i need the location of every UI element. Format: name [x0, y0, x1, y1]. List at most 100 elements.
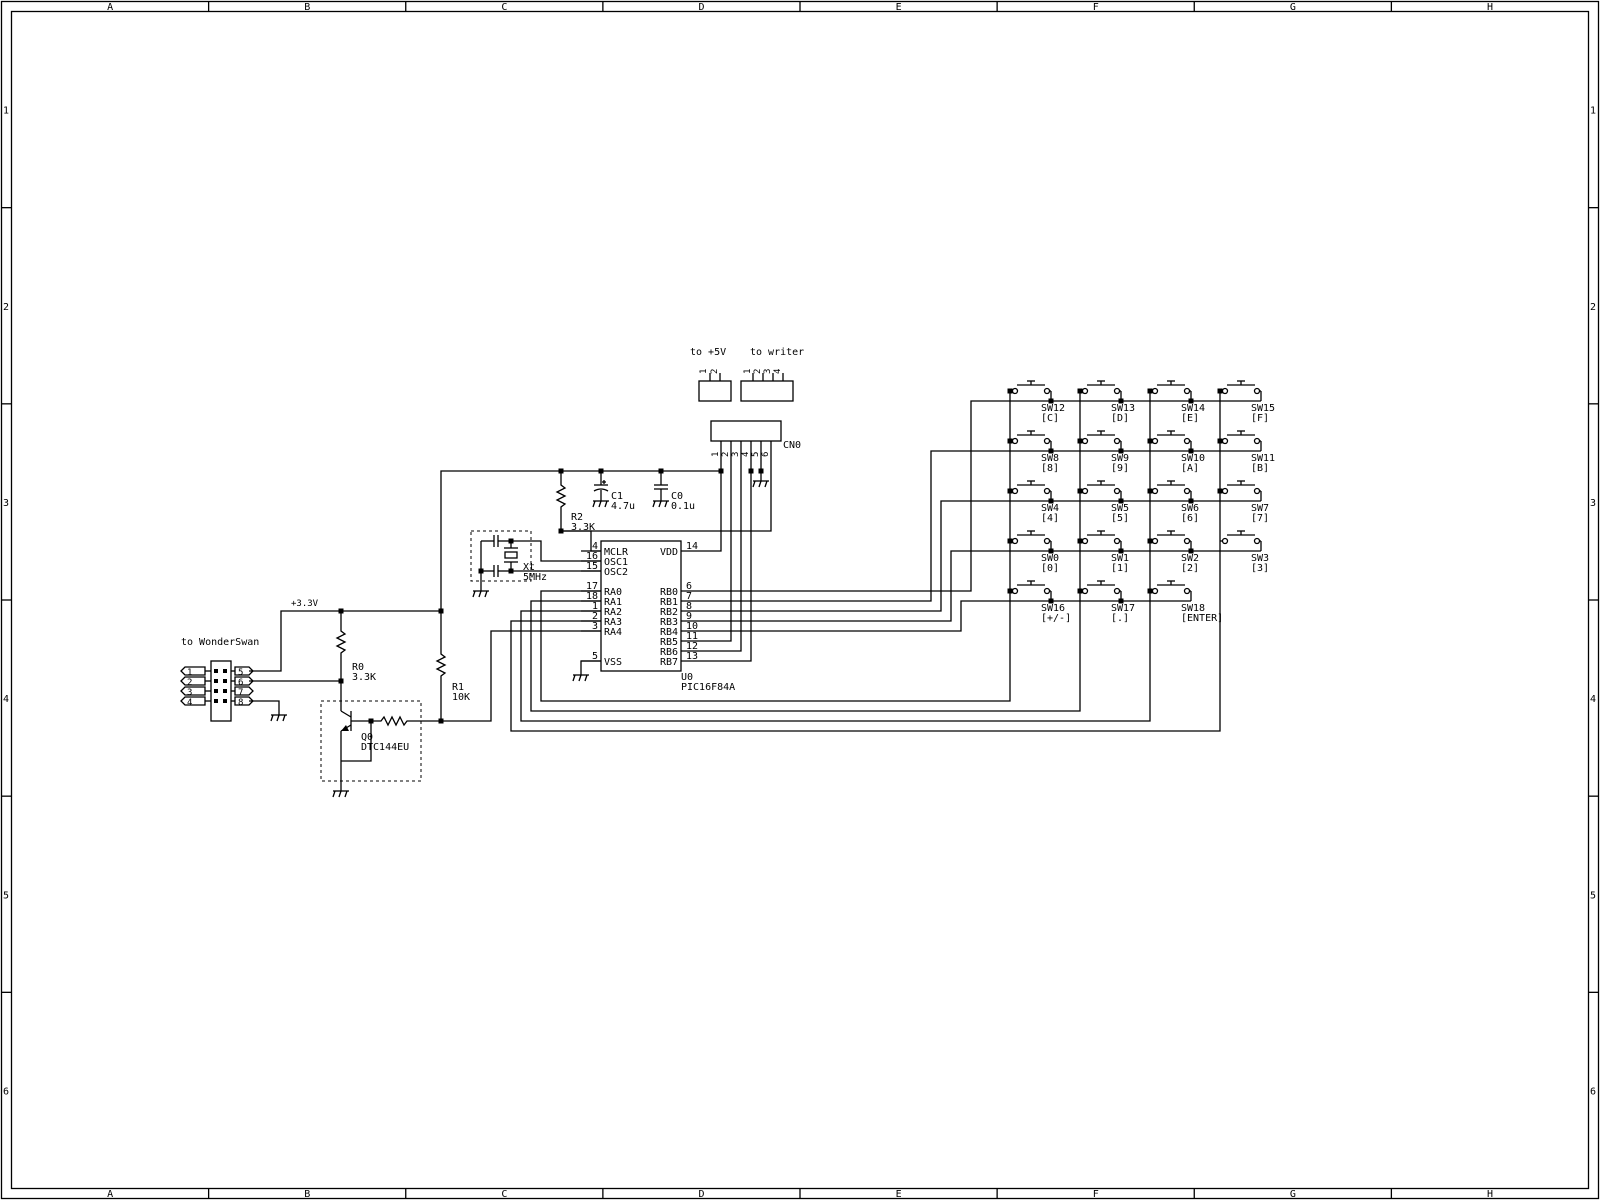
sw8-key: [8]	[1041, 463, 1059, 474]
r1-label: R1	[452, 682, 464, 693]
u0-label: U0	[681, 672, 693, 683]
pic-pin-name-osc2: OSC2	[604, 567, 628, 578]
grid-col-top-F: F	[1093, 2, 1099, 13]
sw12-key: [C]	[1041, 413, 1059, 424]
grid-col-top-H: H	[1487, 2, 1493, 13]
sw1-label: SW1	[1111, 553, 1129, 564]
sw2-key: [2]	[1181, 563, 1199, 574]
switch-sw16: SW16[+/-]	[1010, 580, 1071, 624]
sw14-key: [E]	[1181, 413, 1199, 424]
sw18-key: [ENTER]	[1181, 613, 1223, 624]
u0-value: PIC16F84A	[681, 682, 735, 693]
switch-sw15: SW15[F]	[1220, 380, 1275, 424]
grid-row-left-3: 3	[3, 498, 9, 509]
pic-pin-name-ra4: RA4	[604, 627, 622, 638]
sw8-label: SW8	[1041, 453, 1059, 464]
ws-pin-2: 2	[187, 678, 192, 688]
grid-col-bottom-E: E	[896, 1189, 902, 1200]
header-to-5v: to +5V 1 2	[690, 347, 732, 402]
pic-pin-num-3: 3	[592, 621, 598, 632]
grid-col-top-A: A	[107, 2, 113, 13]
pic-pin-name-ra3: RA3	[604, 617, 622, 628]
pic-pin-name-mclr: MCLR	[604, 547, 629, 558]
cn0-pin-5: 5	[751, 452, 761, 457]
pic-pin-name-ra0: RA0	[604, 587, 622, 598]
grid-col-bottom-C: C	[501, 1189, 507, 1200]
switch-sw17: SW17[.]	[1080, 580, 1135, 624]
crystal-xt: Xt 5MHz	[470, 530, 601, 598]
pic-pin-name-vdd: VDD	[660, 547, 678, 558]
hdrw-pin-3: 3	[763, 369, 773, 374]
sw0-label: SW0	[1041, 553, 1059, 564]
ws-pin-5: 5	[238, 668, 243, 678]
sw9-label: SW9	[1111, 453, 1129, 464]
grid-col-top-B: B	[304, 2, 310, 13]
resistor-r0: R0 3.3K	[249, 611, 376, 711]
grid-row-left-5: 5	[3, 890, 9, 901]
pic-pin-num-14: 14	[686, 541, 698, 552]
pic-pin-num-16: 16	[586, 551, 598, 562]
ws-pin-1: 1	[187, 668, 192, 678]
sw11-label: SW11	[1251, 453, 1275, 464]
sw3-key: [3]	[1251, 563, 1269, 574]
pic-pin-num-11: 11	[686, 631, 698, 642]
ws-pin-3: 3	[187, 688, 192, 698]
sw17-key: [.]	[1111, 613, 1129, 624]
pic-pin-name-rb1: RB1	[660, 597, 678, 608]
sw16-label: SW16	[1041, 603, 1065, 614]
connector-cn0: CN0 1 2 3 4 5 6	[710, 420, 801, 488]
pic-pin-num-17: 17	[586, 581, 598, 592]
hdrw-pin-1: 1	[743, 369, 753, 374]
header-writer-body	[740, 380, 794, 402]
sw0-key: [0]	[1041, 563, 1059, 574]
hdr5v-pin-1: 1	[699, 369, 709, 374]
pic-pin-num-9: 9	[686, 611, 692, 622]
inner-frame	[10, 10, 1590, 1190]
sw9-key: [9]	[1111, 463, 1129, 474]
q0-label: Q0	[361, 732, 373, 743]
hdrw-pin-2: 2	[753, 369, 763, 374]
key-matrix: SW12[C]SW13[D]SW14[E]SW15[F]SW8[8]SW9[9]…	[510, 380, 1275, 732]
sw5-label: SW5	[1111, 503, 1129, 514]
pic-pin-num-2: 2	[592, 611, 598, 622]
r0-label: R0	[352, 662, 364, 673]
hdr5v-pin-2: 2	[710, 369, 720, 374]
cn0-pin-1: 1	[711, 452, 721, 457]
grid-row-left-6: 6	[3, 1086, 9, 1097]
resistor-r1: R1 10K	[435, 611, 470, 721]
xt-label: Xt	[523, 562, 535, 573]
pic-pin-num-8: 8	[686, 601, 692, 612]
sw16-key: [+/-]	[1041, 613, 1071, 624]
sw17-label: SW17	[1111, 603, 1135, 614]
pic-pin-name-rb4: RB4	[660, 627, 678, 638]
grid-col-bottom-A: A	[107, 1189, 113, 1200]
switch-sw5: SW5[5]	[1080, 480, 1129, 524]
sw2-label: SW2	[1181, 553, 1199, 564]
grid-col-top-G: G	[1290, 2, 1296, 13]
c0-label: C0	[671, 491, 683, 502]
grid-col-bottom-H: H	[1487, 1189, 1493, 1200]
ra4-net	[441, 630, 601, 722]
ws-pin-8: 8	[238, 698, 243, 708]
grid-row-right-3: 3	[1590, 498, 1596, 509]
grid-row-right-2: 2	[1590, 302, 1596, 313]
sw4-key: [4]	[1041, 513, 1059, 524]
switch-sw8: SW8[8]	[1010, 430, 1059, 474]
switch-sw11: SW11[B]	[1220, 430, 1275, 474]
grid-row-right-6: 6	[1590, 1086, 1596, 1097]
capacitor-c1: C1 4.7u	[592, 480, 635, 512]
switch-sw9: SW9[9]	[1080, 430, 1129, 474]
r0-value: 3.3K	[352, 672, 376, 683]
c0-value: 0.1u	[671, 501, 695, 512]
switch-sw14: SW14[E]	[1150, 380, 1205, 424]
sw18-label: SW18	[1181, 603, 1205, 614]
switch-sw10: SW10[A]	[1150, 430, 1205, 474]
grid-col-top-C: C	[501, 2, 507, 13]
pic-pin-num-1: 1	[592, 601, 598, 612]
cn0-pin-2: 2	[721, 452, 731, 457]
header-5v-body	[698, 380, 732, 402]
sw13-key: [D]	[1111, 413, 1129, 424]
sw6-key: [6]	[1181, 513, 1199, 524]
